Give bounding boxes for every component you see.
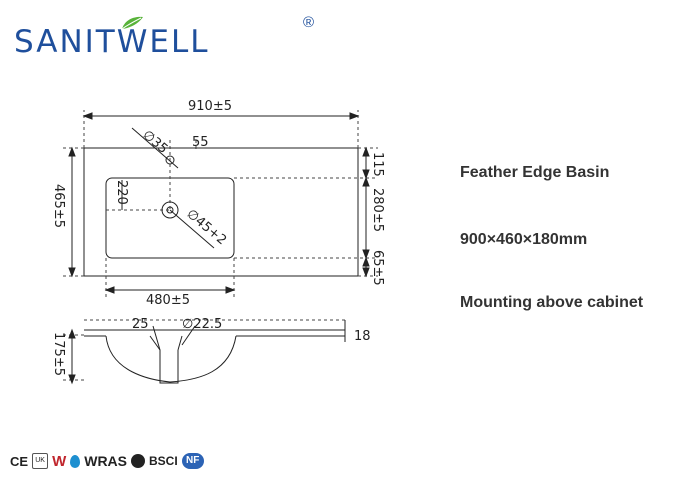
- drain-inner: [166, 206, 174, 214]
- dim-bowl-depth: 175±5: [51, 332, 66, 376]
- w-mark: W: [52, 452, 67, 470]
- section-bowl: [105, 335, 237, 383]
- dim-basin-inner-width: 480±5: [146, 293, 190, 308]
- brand-name: SANITWELL: [14, 24, 210, 60]
- dim-overall-depth: 465±5: [51, 184, 66, 228]
- nf-mark: NF: [181, 453, 204, 469]
- wras-mark: WRAS: [84, 453, 128, 469]
- bsci-round-icon: [131, 454, 146, 468]
- registered-mark: ®: [303, 14, 315, 31]
- dim-overflow-dia: ∅22.5: [182, 317, 222, 332]
- dim-tap-hole-dia: ∅35: [139, 128, 170, 157]
- spec-size: 900×460×180mm: [460, 231, 588, 248]
- section-drain: [159, 350, 179, 384]
- brand-logo: SANITWELL ®: [14, 14, 315, 60]
- dim-side-lip: 25: [132, 317, 149, 332]
- water-drop-icon: [70, 454, 81, 468]
- dim-drain-offset: 220: [114, 180, 129, 205]
- drain-outer: [161, 201, 179, 219]
- dim-back-margin: 65±5: [370, 250, 385, 286]
- bsci-mark: BSCI: [149, 454, 178, 468]
- spec-mounting: Mounting above cabinet: [460, 294, 644, 311]
- countertop-outline: [83, 147, 359, 277]
- dim-basin-inner-depth: 280±5: [370, 188, 385, 232]
- certification-logos: CE UK W WRAS BSCI NF: [10, 450, 204, 472]
- dim-front-offset: 115: [370, 152, 385, 177]
- dim-tap-offset: 55: [192, 135, 209, 150]
- leaf-icon: [121, 16, 143, 30]
- dim-top-thickness: 18: [354, 329, 371, 344]
- tap-hole: [165, 155, 175, 165]
- spec-product-name: Feather Edge Basin: [460, 164, 610, 181]
- dim-top-width: 910±5: [188, 99, 232, 114]
- ukca-box-icon: UK: [32, 453, 49, 469]
- ce-mark: CE: [10, 453, 29, 469]
